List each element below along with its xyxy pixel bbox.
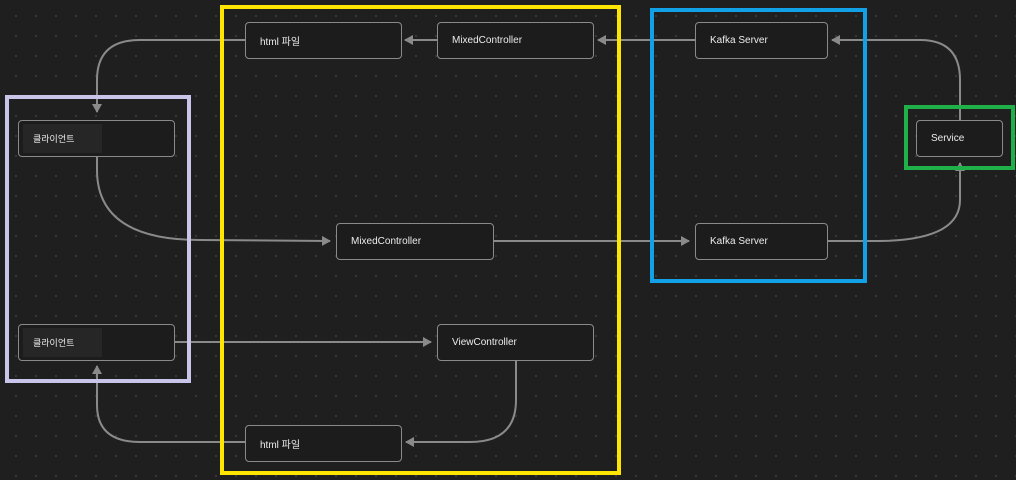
edge-html-to-client-top (92, 39, 245, 113)
node-label: Service (931, 133, 965, 144)
node-label: ViewController (452, 337, 517, 348)
group-kafka (650, 8, 867, 283)
edge-view-to-html-bottom (405, 360, 517, 447)
node-label: MixedController (351, 236, 422, 247)
node-view-controller[interactable]: ViewController (437, 324, 594, 361)
node-html-file-bottom[interactable]: html 파일 (245, 425, 402, 462)
group-client (5, 95, 191, 383)
node-client-top[interactable]: 클라이언트 (18, 120, 175, 157)
edge-service-to-kafka-top (831, 35, 961, 120)
edge-html-bottom-to-client (92, 365, 245, 443)
node-html-file-top[interactable]: html 파일 (245, 22, 402, 59)
node-label: html 파일 (260, 440, 301, 451)
node-client-bottom[interactable]: 클라이언트 (18, 324, 175, 361)
node-mixed-controller-top[interactable]: MixedController (437, 22, 594, 59)
group-service (904, 105, 1015, 170)
node-label: MixedController (452, 35, 523, 46)
node-kafka-server-top[interactable]: Kafka Server (695, 22, 828, 59)
node-service[interactable]: Service (916, 120, 1003, 157)
node-kafka-server-mid[interactable]: Kafka Server (695, 223, 828, 260)
node-label: Kafka Server (710, 35, 768, 46)
node-label: 클라이언트 (23, 328, 103, 357)
edge-kafka-mid-to-service (827, 162, 965, 242)
node-label: html 파일 (260, 37, 301, 48)
node-label: 클라이언트 (23, 124, 103, 153)
node-mixed-controller-mid[interactable]: MixedController (336, 223, 494, 260)
group-controller (220, 5, 621, 475)
node-label: Kafka Server (710, 236, 768, 247)
